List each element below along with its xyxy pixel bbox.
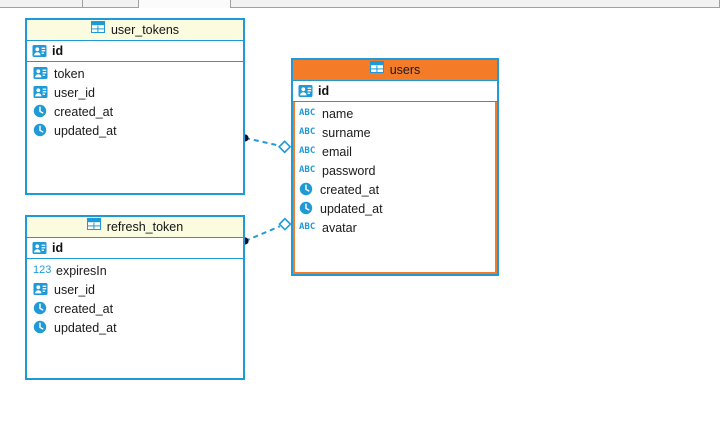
entity-title: refresh_token [106,220,184,234]
table-icon [369,61,385,76]
primary-key-row[interactable]: id [27,238,243,259]
column-name: updated_at [54,123,117,138]
clock-icon [33,123,48,138]
primary-key-row[interactable]: id [293,81,497,102]
abc-icon: ABC [299,146,316,156]
column-row[interactable]: created_at [293,180,497,199]
tab-left-partial[interactable] [0,0,83,8]
relationship-rel-refresh-token-users[interactable] [241,217,292,245]
column-row[interactable]: created_at [27,102,243,121]
column-name: user_id [54,85,95,100]
column-name: id [318,84,330,98]
abc-icon: ABC [299,108,316,118]
clock-icon [299,201,314,216]
clock-icon [33,320,48,335]
key-card-icon [33,282,48,297]
abc-icon: ABC [299,222,316,232]
column-row[interactable]: 123 expiresIn [27,261,243,280]
column-name: created_at [54,104,114,119]
column-name: updated_at [320,201,383,216]
abc-icon: ABC [299,127,316,137]
table-icon [86,218,102,233]
connector-target-diamond [277,140,292,154]
column-name: updated_at [54,320,117,335]
column-row[interactable]: user_id [27,280,243,299]
key-card-icon [32,44,47,59]
entity-header-refresh_token[interactable]: refresh_token [27,217,243,238]
tab-right-partial[interactable] [231,0,720,8]
entity-header-users[interactable]: users [293,60,497,81]
column-name: email [322,144,352,159]
column-name: created_at [54,301,114,316]
column-row[interactable]: user_id [27,83,243,102]
column-name: created_at [320,182,380,197]
column-list: token user_id created_at updated_at [27,62,243,140]
entity-header-user_tokens[interactable]: user_tokens [27,20,243,41]
key-card-icon [33,66,48,81]
column-row[interactable]: ABC name [293,104,497,123]
column-name: avatar [322,220,357,235]
tab-middle-partial[interactable] [83,0,139,8]
column-name: password [322,163,376,178]
key-card-icon [33,85,48,100]
relationship-rel-user-tokens-users[interactable] [241,134,292,154]
column-row[interactable]: ABC email [293,142,497,161]
entity-title: users [389,63,421,77]
column-row[interactable]: created_at [27,299,243,318]
connector-line [244,225,281,242]
abc-icon: ABC [299,165,316,175]
column-row[interactable]: ABC avatar [293,218,497,237]
column-row[interactable]: ABC password [293,161,497,180]
column-row[interactable]: updated_at [27,318,243,337]
column-name: token [54,66,85,81]
primary-key-row[interactable]: id [27,41,243,62]
connector-target-diamond [278,217,292,231]
column-row[interactable]: updated_at [27,121,243,140]
column-row[interactable]: token [27,64,243,83]
clock-icon [299,182,314,197]
table-icon [90,21,106,36]
column-name: surname [322,125,371,140]
column-name: id [52,44,64,58]
clock-icon [33,104,48,119]
column-row[interactable]: ABC surname [293,123,497,142]
number-icon: 123 [33,264,52,276]
column-row[interactable]: updated_at [293,199,497,218]
column-list: 123 expiresIn user_id created_at updated_at [27,259,243,337]
tab-active-diagram[interactable] [139,0,231,8]
key-card-icon [32,241,47,256]
clock-icon [33,301,48,316]
editor-tab-strip [0,0,720,8]
key-card-icon [298,84,313,99]
column-name: id [52,241,64,255]
entity-title: user_tokens [110,23,180,37]
column-name: name [322,106,354,121]
column-name: expiresIn [56,263,107,278]
connector-line [244,137,280,147]
column-name: user_id [54,282,95,297]
